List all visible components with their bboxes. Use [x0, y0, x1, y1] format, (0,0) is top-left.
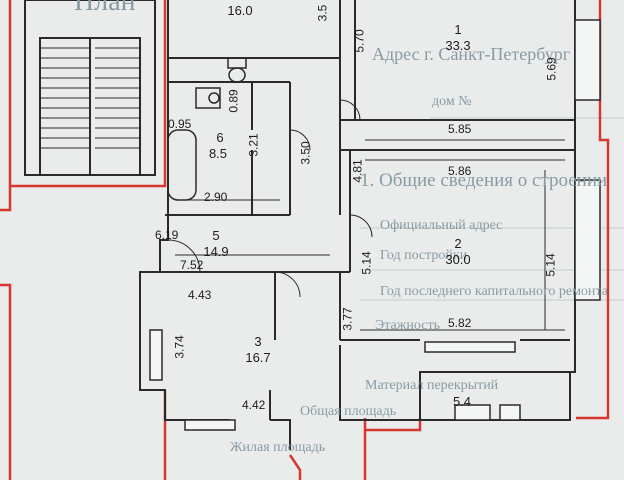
doc-address-label: Адрес г. Санкт-Петербург: [372, 44, 571, 64]
dim-3-77: 3.77: [340, 307, 355, 331]
dim-5-82: 5.82: [448, 316, 472, 330]
room-1-area: 33.3: [445, 38, 471, 53]
room-2-number: 2: [454, 236, 462, 251]
dim-5-86: 5.86: [448, 164, 472, 178]
room-2-area: 30.0: [445, 252, 471, 267]
dim-6-19: 6.19: [155, 228, 179, 242]
doc-section-heading: 1. Общие сведения о строении: [360, 170, 608, 191]
doc-line-5: Материал перекрытий: [365, 378, 499, 393]
bathtub-icon: [167, 129, 197, 201]
toilet-icon: [227, 57, 247, 69]
dim-0-95: 0.95: [168, 117, 192, 131]
room-6-area: 8.5: [208, 146, 228, 161]
windows: [149, 19, 601, 431]
dim-4-81: 4.81: [350, 159, 365, 183]
dim-3-50: 3.50: [298, 141, 313, 165]
dim-5-69: 5.69: [544, 57, 559, 81]
dim-5-85: 5.85: [448, 122, 472, 136]
room-3-area: 16.7: [245, 350, 271, 365]
dim-5-14-left: 5.14: [359, 251, 374, 275]
dim-5-14-right: 5.14: [543, 253, 558, 277]
area-top-left: 16.0: [227, 3, 253, 18]
dim-4-42: 4.42: [242, 398, 266, 412]
doc-heading: План: [74, 0, 136, 17]
dim-5-70: 5.70: [352, 29, 367, 53]
dim-0-89: 0.89: [226, 89, 241, 113]
room-5-number: 5: [212, 228, 220, 243]
stair-treads: [40, 47, 140, 149]
room-1-number: 1: [454, 22, 462, 37]
walls: [24, 0, 576, 450]
doc-line-7: Жилая площадь: [230, 440, 326, 455]
dim-7-52: 7.52: [180, 258, 204, 272]
sink-icon: [195, 87, 221, 109]
doc-line-4: Этажность: [375, 318, 440, 333]
doc-house-label: дом №: [432, 94, 472, 109]
door-swings: [167, 99, 373, 298]
doc-line-6: Общая площадь: [300, 404, 397, 419]
doc-line-3: Год последнего капитального ремонта: [380, 284, 608, 299]
dimension-lines: [175, 139, 565, 331]
room-5-area: 14.9: [203, 244, 229, 259]
room-6-number: 6: [216, 130, 224, 145]
dim-3-21: 3.21: [246, 133, 261, 157]
doc-line-2: Год постройки: [380, 248, 468, 263]
dim-2-90: 2.90: [204, 190, 228, 204]
room-3-number: 3: [254, 334, 262, 349]
area-balcony: 5.4: [452, 394, 472, 409]
dim-4-43: 4.43: [188, 288, 212, 302]
dim-3-5: 3.5: [315, 4, 330, 22]
doc-line-1: Официальный адрес: [380, 218, 503, 233]
dim-3-74: 3.74: [172, 335, 187, 359]
